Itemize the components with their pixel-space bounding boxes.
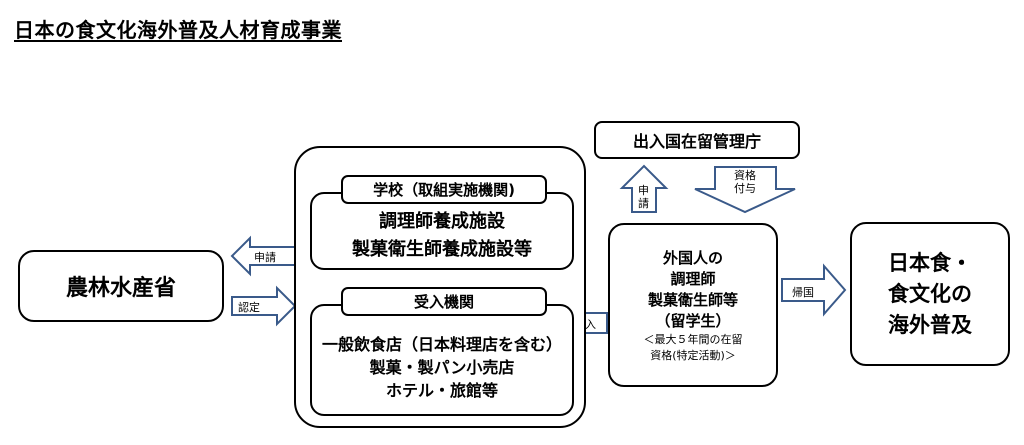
apply-immigration-label: 申 請 xyxy=(638,184,652,210)
certify-label: 認定 xyxy=(238,301,260,314)
host-line-3: ホテル・旅館等 xyxy=(385,380,498,400)
apply-char-2: 請 xyxy=(638,197,649,210)
page-title: 日本の食文化海外普及人材育成事業 xyxy=(14,18,342,42)
goal-line-1: 日本食・ xyxy=(888,250,972,275)
certify-arrow-right xyxy=(231,285,297,327)
school-line-1: 調理師養成施設 xyxy=(379,211,505,232)
goal-line-2: 食文化の xyxy=(888,281,972,306)
ministry-box: 農林水産省 xyxy=(18,250,224,322)
school-label: 学校（取組実施機関) xyxy=(341,175,547,204)
foreign-line-4: （留学生） xyxy=(655,312,731,330)
grant-line-1: 資格 xyxy=(734,169,756,182)
school-box: 調理師養成施設 製菓衛生師養成施設等 xyxy=(310,192,574,270)
grant-label: 資格 付与 xyxy=(730,169,760,195)
host-line-2: 製菓・製パン小売店 xyxy=(369,357,515,377)
ministry-label: 農林水産省 xyxy=(65,276,176,301)
grant-arrow-down xyxy=(694,166,796,214)
host-box: 一般飲食店（日本料理店を含む） 製菓・製パン小売店 ホテル・旅館等 xyxy=(310,304,574,416)
apply-label: 申請 xyxy=(254,251,276,264)
host-line-1: 一般飲食店（日本料理店を含む） xyxy=(321,334,562,354)
overseas-promotion-box: 日本食・ 食文化の 海外普及 xyxy=(850,222,1010,366)
apply-char-1: 申 xyxy=(638,184,649,197)
apply-arrow-up xyxy=(619,164,669,213)
host-label: 受入機関 xyxy=(341,287,547,316)
foreign-line-1: 外国人の xyxy=(662,249,723,267)
goal-line-3: 海外普及 xyxy=(888,312,972,337)
foreign-line-2: 調理師 xyxy=(670,270,716,288)
foreign-student-box: 外国人の 調理師 製菓衛生師等 （留学生） ＜最大５年間の在留 資格(特定活動)… xyxy=(608,223,778,387)
return-arrow-right xyxy=(781,263,847,317)
school-line-2: 製菓衛生師養成施設等 xyxy=(352,239,532,260)
immigration-label: 出入国在留管理庁 xyxy=(632,132,761,151)
foreign-line-3: 製菓衛生師等 xyxy=(647,291,738,309)
immigration-box: 出入国在留管理庁 xyxy=(594,121,800,159)
grant-line-2: 付与 xyxy=(734,182,756,195)
return-label: 帰国 xyxy=(792,286,814,299)
foreign-sub-2: 資格(特定活動)＞ xyxy=(650,349,736,362)
foreign-sub-1: ＜最大５年間の在留 xyxy=(643,333,743,346)
